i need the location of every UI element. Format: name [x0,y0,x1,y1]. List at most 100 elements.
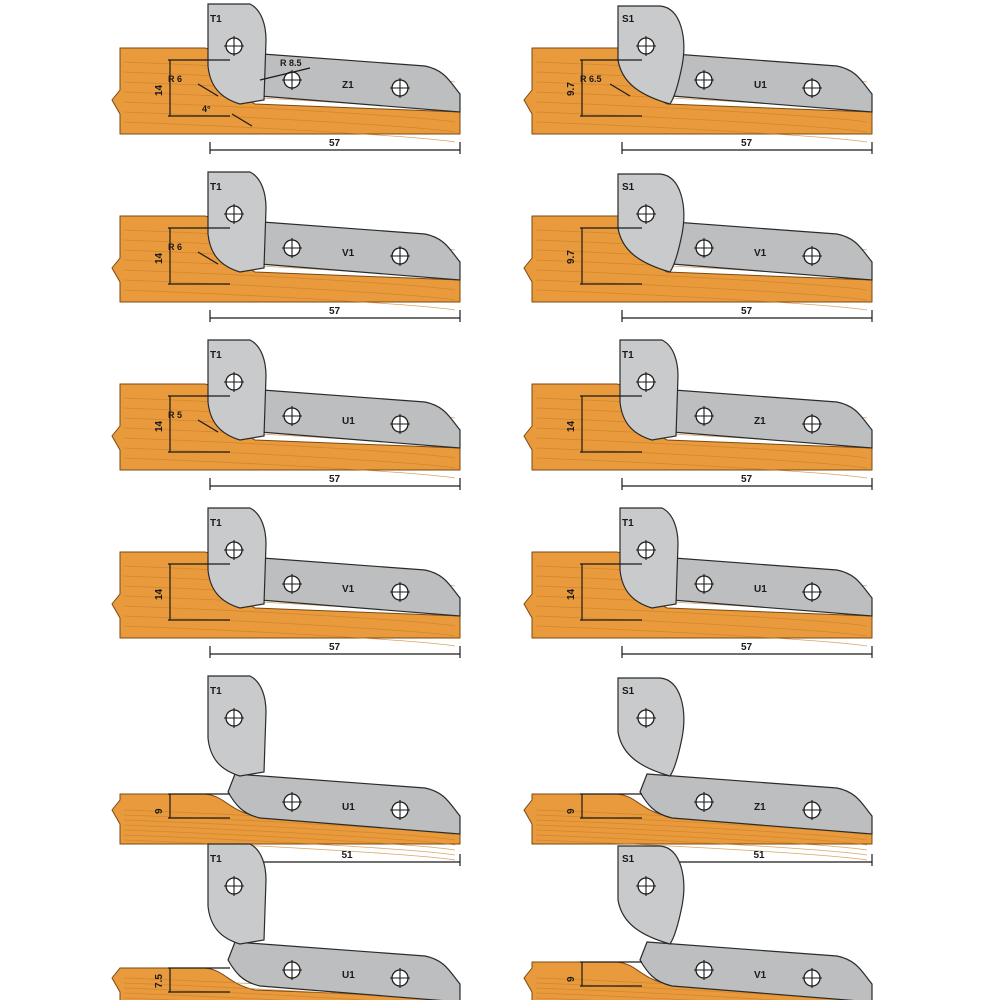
knife-label: Z1 [754,802,766,813]
width-dimension: 57 [329,306,341,317]
wood-grain-line [123,121,456,143]
knife-label: V1 [754,248,767,259]
wood-grain-line [535,605,868,627]
width-dimension: 57 [741,642,753,653]
height-dimension: 14 [566,420,577,432]
annotation-leader [231,113,253,127]
wood-grain-line [535,824,868,846]
top-knife-label: T1 [210,854,222,865]
width-dimension: 57 [329,474,341,485]
profile-panel-4: V1 S1 9.7 57 [523,173,873,322]
wood-grain-line [535,289,868,311]
top-knife-label: T1 [622,518,634,529]
top-knife-s [617,5,685,105]
height-dimension: 9 [566,808,577,814]
top-knife-label: T1 [210,14,222,25]
wood-grain-line [535,111,868,133]
top-knife-label: S1 [622,854,635,865]
top-knife-s [617,845,685,945]
height-dimension: 14 [566,588,577,600]
wood-grain-line [123,834,456,856]
profile-panel-12: V1 S1 9 51 [523,845,873,1000]
knife-label: Z1 [342,80,354,91]
top-knife-label: T1 [210,350,222,361]
knife-label: V1 [342,248,355,259]
top-knife-label: T1 [210,518,222,529]
width-dimension: 57 [329,642,341,653]
height-dimension: 14 [154,252,165,264]
wood-grain-line [535,829,868,851]
wood-grain-line [535,834,868,856]
height-dimension: 14 [154,84,165,96]
wood-grain-line [535,269,868,291]
wood-grain-line [123,987,369,1000]
radius-annotation: R 8.5 [280,58,302,68]
wood-grain-line [123,605,456,627]
wood-grain-line [535,101,868,123]
annotation-leader [197,83,219,97]
wood-grain-line [123,269,456,291]
height-dimension: 14 [154,588,165,600]
knife-label: Z1 [754,416,766,427]
wood-grain-line [123,824,456,846]
wood-grain-line [535,437,868,459]
profile-panel-1: Z1 T1 14 57 R 6 R 8.5 4° [111,3,461,154]
wood-grain-line [123,101,456,123]
radius-annotation: R 6 [168,242,182,252]
wood-grain-line [535,279,868,301]
wood-grain-line [123,447,456,469]
wood-grain-line [535,121,868,143]
wood-grain-line [535,819,868,841]
width-dimension: 57 [741,306,753,317]
knife-label: U1 [342,970,355,981]
profile-panel-3: V1 T1 14 57 R 6 [111,171,461,322]
height-dimension: 9 [566,976,577,982]
top-knife-label: S1 [622,686,635,697]
annotation-leader [609,83,631,97]
radius-annotation: R 5 [168,410,182,420]
radius-annotation: R 6 [168,74,182,84]
profile-panel-8: U1 T1 14 57 [523,507,873,658]
cutter-knife-u [227,773,461,835]
top-knife-s [617,677,685,777]
wood-grain-line [123,615,456,637]
top-knife-label: T1 [210,182,222,193]
height-dimension: 9 [154,808,165,814]
width-dimension: 57 [329,138,341,149]
height-dimension: 9.7 [566,82,577,96]
annotation-leader [197,251,219,265]
knife-label: V1 [754,970,767,981]
wood-grain-line [535,457,868,479]
wood-grain-line [123,457,456,479]
wood-grain-line [123,992,285,1000]
wood-grain-line [535,625,868,647]
height-dimension: 14 [154,420,165,432]
wood-grain-line [535,447,868,469]
knife-label: U1 [342,802,355,813]
width-dimension: 51 [754,850,766,861]
wood-grain-line [535,987,781,1000]
wood-grain-line [123,829,456,851]
wood-grain-line [123,437,456,459]
knife-label: U1 [754,584,767,595]
top-knife-label: T1 [622,350,634,361]
wood-grain-line [123,111,456,133]
annotation-leader [197,419,219,433]
wood-grain-line [123,625,456,647]
width-dimension: 57 [741,138,753,149]
wood-grain-line [123,289,456,311]
top-knife-label: S1 [622,182,635,193]
profile-panel-5: U1 T1 14 57 R 5 [111,339,461,490]
height-dimension: 9.7 [566,250,577,264]
cutter-knife-z [639,773,873,835]
radius-annotation: 4° [202,104,211,114]
height-dimension: 7.5 [154,974,165,988]
radius-annotation: R 6.5 [580,74,602,84]
knife-label: U1 [342,416,355,427]
